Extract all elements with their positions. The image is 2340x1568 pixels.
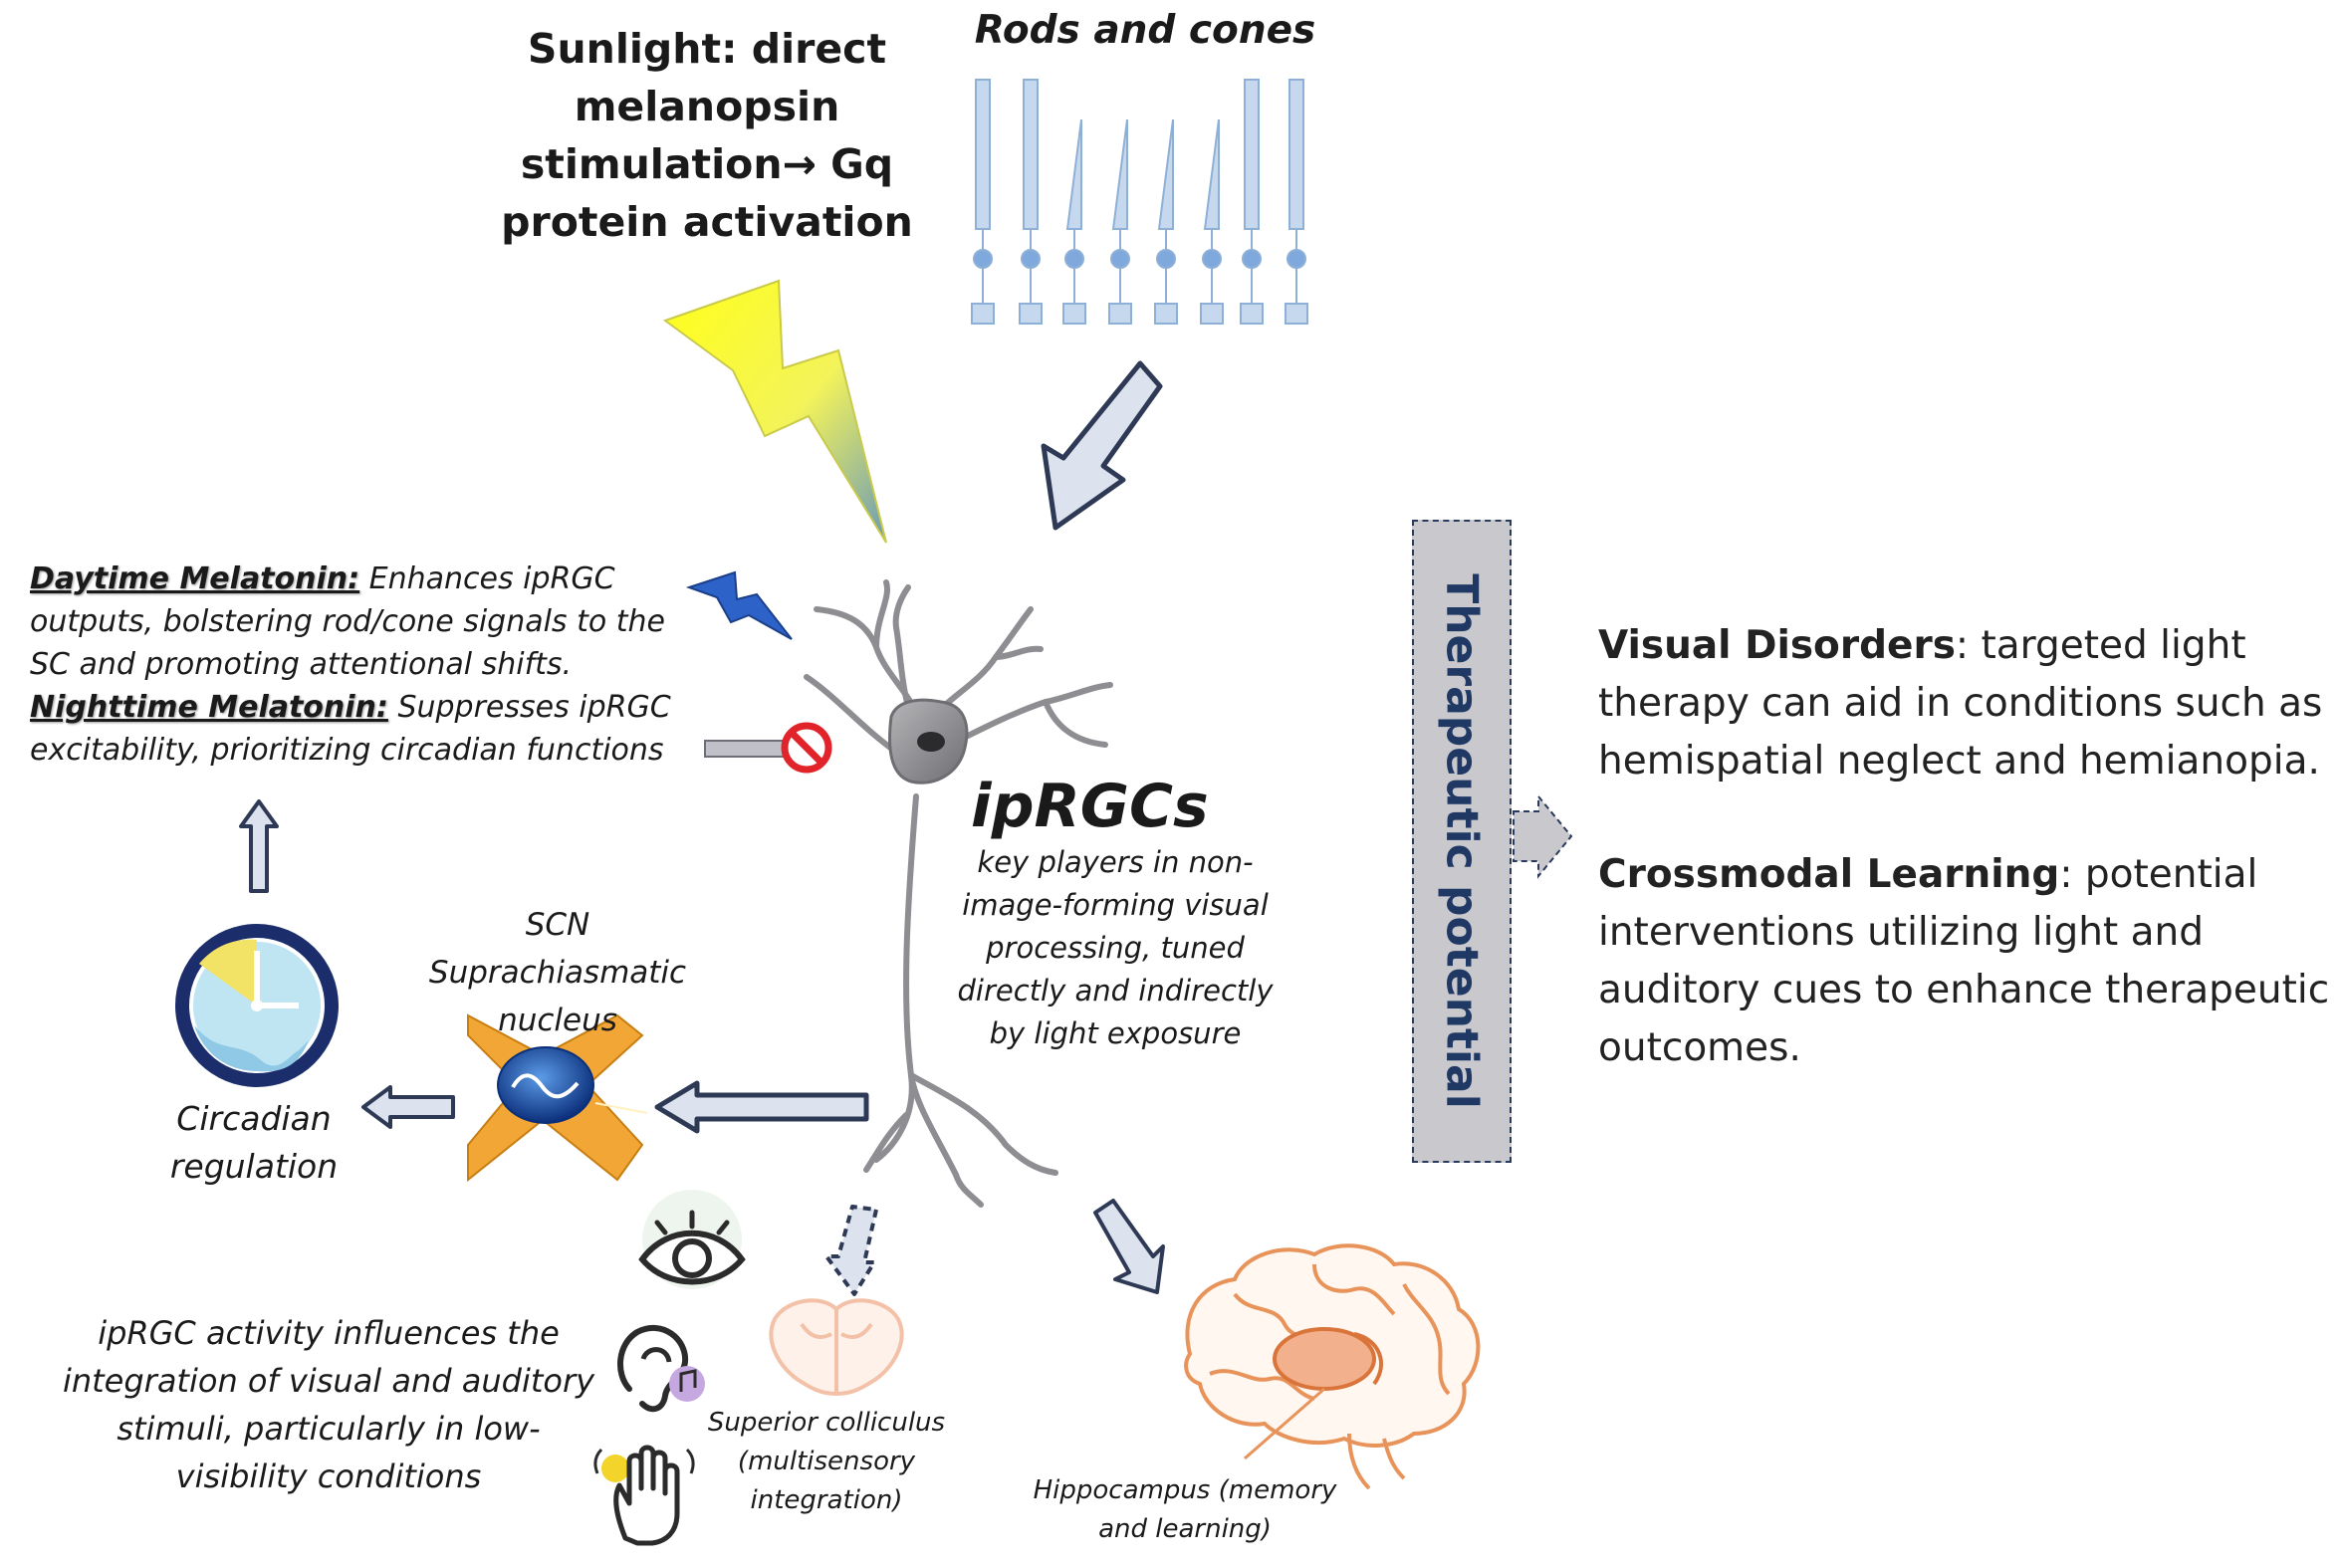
- therapeutic-potential-label: Therapeutic potential: [1436, 573, 1488, 1109]
- iprgc-to-scn-arrow: [654, 1080, 869, 1134]
- rods-and-cones-illustration: [971, 79, 1308, 325]
- iprgc-title: ipRGCs: [971, 772, 1209, 841]
- eye-icon: [638, 1190, 746, 1289]
- daytime-melatonin-text: Enhances ipRGC outputs, bolstering rod/c…: [30, 561, 665, 682]
- nighttime-melatonin-heading: Nighttime Melatonin:: [30, 690, 388, 725]
- melatonin-effects-text: Daytime Melatonin: Enhances ipRGC output…: [30, 558, 687, 772]
- melatonin-lightning-icon: [685, 570, 793, 640]
- sunlight-label: Sunlight: direct melanopsin stimulation→…: [501, 25, 913, 246]
- ear-icon: [616, 1324, 705, 1413]
- superior-colliculus-illustration: [769, 1298, 904, 1397]
- outcome-text: : potential interventions utilizing ligh…: [1598, 852, 2330, 1070]
- multisensory-integration-text: ipRGC activity influences the integratio…: [62, 1314, 595, 1495]
- rods-cones-label: Rods and cones: [974, 8, 1316, 53]
- circadian-regulation-label: Circadian regulation: [169, 1099, 339, 1186]
- daytime-melatonin-heading: Daytime Melatonin:: [30, 561, 360, 596]
- iprgc-to-hippocampus-arrow: [1093, 1199, 1165, 1294]
- touch-hand-icon: [593, 1445, 695, 1546]
- neuron-soma: [888, 698, 969, 784]
- therapeutic-arrow: [1513, 793, 1573, 879]
- outcome-crossmodal-learning: Crossmodal Learning: potential intervent…: [1598, 846, 2335, 1077]
- hippocampus-label: Hippocampus (memory and learning): [1033, 1475, 1337, 1544]
- brain-hippocampus-illustration: [1184, 1243, 1481, 1490]
- outcome-heading: Visual Disorders: [1598, 623, 1956, 668]
- outcome-text: : targeted light therapy can aid in cond…: [1598, 623, 2323, 784]
- sunlight-lightning-icon: [662, 279, 887, 544]
- iprgc-to-sc-dashed-arrow: [824, 1205, 878, 1296]
- superior-colliculus-label: Superior colliculus (multisensory integr…: [707, 1408, 946, 1515]
- therapeutic-outcomes-panel: Visual Disorders: targeted light therapy…: [1598, 617, 2335, 1133]
- scn-to-circadian-arrow: [361, 1085, 455, 1129]
- prohibition-icon: [781, 722, 832, 774]
- nighttime-melatonin-text: Suppresses ipRGC excitability, prioritiz…: [30, 690, 671, 768]
- outcome-heading: Crossmodal Learning: [1598, 852, 2060, 897]
- scn-label: SCN Suprachiasmatic nucleus: [428, 907, 687, 1038]
- rods-to-iprgc-arrow: [1041, 360, 1163, 531]
- iprgc-description: key players in non-image-forming visual …: [957, 845, 1274, 1050]
- therapeutic-potential-box: [1412, 520, 1512, 1163]
- outcome-visual-disorders: Visual Disorders: targeted light therapy…: [1598, 617, 2335, 790]
- circadian-clock-icon: [175, 924, 339, 1087]
- circadian-to-melatonin-arrow: [239, 799, 279, 893]
- scn-illustration: [467, 1013, 648, 1183]
